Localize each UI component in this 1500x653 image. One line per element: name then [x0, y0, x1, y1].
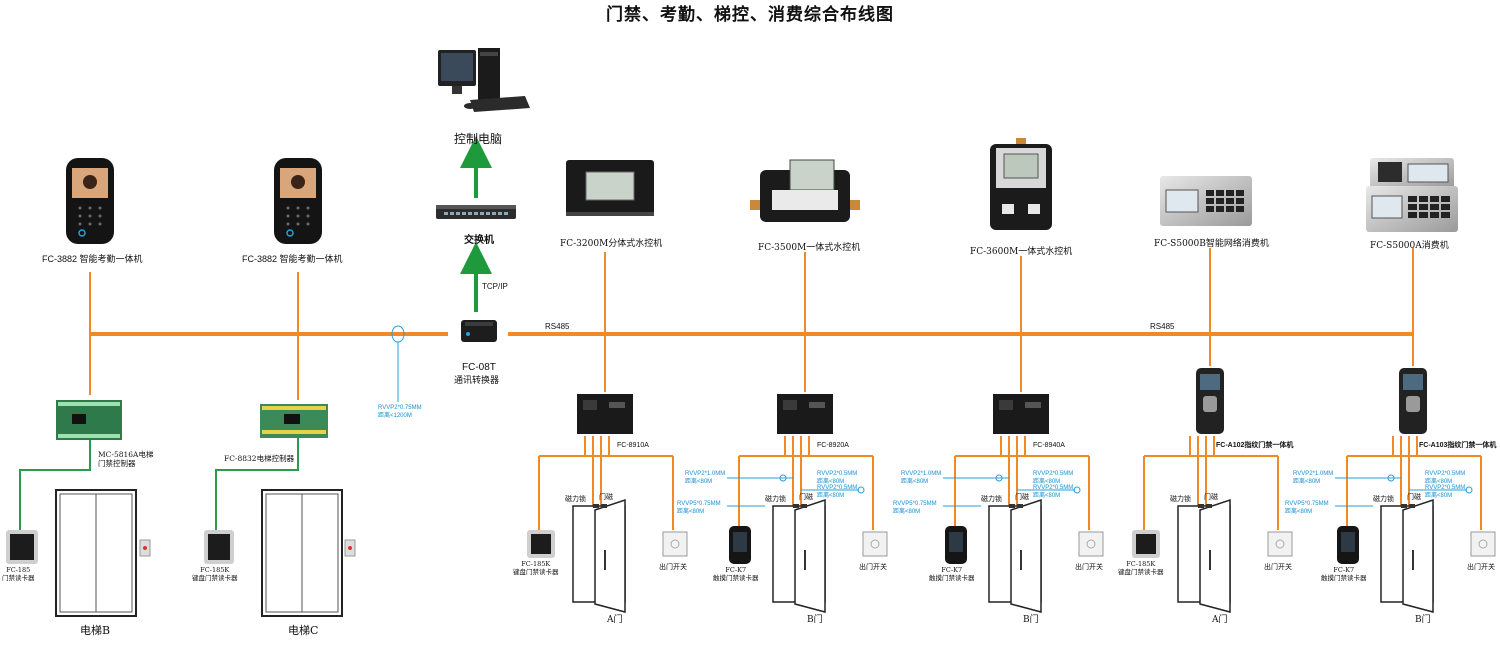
- elevator-reader-1-icon: [6, 530, 38, 564]
- exit-button-label: 出门开关: [1264, 563, 1292, 571]
- exit-button-icon: [662, 531, 688, 557]
- control-pc-icon: [438, 48, 530, 112]
- bus-label-right: RS485: [1150, 322, 1175, 331]
- lock-label: 磁力锁: [1170, 495, 1191, 503]
- elevator-controller-2-icon: [260, 404, 328, 438]
- exit-button-icon: [1078, 531, 1104, 557]
- door-controller-label: FC-8940A: [1033, 442, 1065, 449]
- water-controller-3200m-icon: [566, 160, 654, 216]
- door-group-3: [943, 394, 1104, 613]
- door-name-label: A门: [607, 615, 623, 625]
- exit-button-icon: [862, 531, 888, 557]
- elevator-controller-1-icon: [56, 400, 122, 440]
- door-controller-label: FC-A102指纹门禁一体机: [1216, 442, 1294, 449]
- elevator-car-c-label: 电梯C: [288, 624, 319, 637]
- water-controller-3500m-icon: [750, 159, 860, 222]
- converter-name: 通讯转换器: [454, 376, 500, 386]
- exit-button-label: 出门开关: [859, 563, 887, 571]
- exit-button-label: 出门开关: [1467, 563, 1495, 571]
- attendance-terminal-2-icon: [274, 158, 322, 244]
- exit-button-icon: [1267, 531, 1293, 557]
- door-sensor-label: 门磁: [1015, 493, 1029, 501]
- switch-label: 交换机: [464, 235, 494, 246]
- exit-button-label: 出门开关: [1075, 563, 1103, 571]
- pc-label: 控制电脑: [454, 132, 503, 146]
- door-sensor-label: 门磁: [1407, 493, 1421, 501]
- water-controller-3600m-icon: [990, 138, 1052, 230]
- elevator-car-b-icon: [55, 489, 151, 617]
- bus-label-left: RS485: [545, 322, 570, 331]
- terminal-7-label: FC-S5000A消费机: [1370, 241, 1449, 251]
- door-sensor-label: 门磁: [599, 493, 613, 501]
- lock-label: 磁力锁: [1373, 495, 1394, 503]
- lock-label: 磁力锁: [981, 495, 1002, 503]
- converter-model: FC-08T: [462, 362, 496, 373]
- terminal-4-label: FC-3500M一体式水控机: [758, 243, 861, 253]
- door-controller-label: FC-A103指纹门禁一体机: [1419, 442, 1497, 449]
- terminal-1-label: FC-3882 智能考勤一体机: [42, 254, 143, 264]
- switch-icon: [436, 205, 516, 219]
- elevator-controller-2-label: FC-8832电梯控制器: [224, 454, 295, 463]
- consumption-machine-s5000b-icon: [1160, 176, 1252, 226]
- diagram-title: 门禁、考勤、梯控、消费综合布线图: [606, 5, 894, 24]
- door-name-label: B门: [1415, 615, 1431, 625]
- terminal-2-label: FC-3882 智能考勤一体机: [242, 254, 343, 264]
- door-group-4: [1132, 368, 1293, 613]
- elevator-car-c-icon: [261, 489, 356, 617]
- elevator-controller-1-label: MC-5816A电梯门禁控制器: [98, 450, 154, 468]
- door-controller-label: FC-8920A: [817, 442, 849, 449]
- exit-button-icon: [1470, 531, 1496, 557]
- door-group-5: [1335, 368, 1496, 613]
- elevator-car-b-label: 电梯B: [80, 624, 111, 637]
- door-group-1: [527, 394, 688, 613]
- terminal-3-label: FC-3200M分体式水控机: [560, 239, 663, 249]
- door-group-2: [727, 394, 888, 613]
- door-sensor-label: 门磁: [1204, 493, 1218, 501]
- door-name-label: A门: [1212, 615, 1228, 625]
- elevator-reader-2-icon: [204, 530, 234, 564]
- consumption-machine-s5000a-icon: [1366, 158, 1458, 232]
- door-name-label: B门: [1023, 615, 1039, 625]
- door-sensor-label: 门磁: [799, 493, 813, 501]
- exit-button-label: 出门开关: [659, 563, 687, 571]
- terminal-6-label: FC-S5000B智能网络消费机: [1154, 239, 1269, 249]
- door-controller-label: FC-8910A: [617, 442, 649, 449]
- lock-label: 磁力锁: [565, 495, 586, 503]
- door-name-label: B门: [807, 615, 823, 625]
- attendance-terminal-1-icon: [66, 158, 114, 244]
- converter-icon: [461, 320, 497, 342]
- terminal-5-label: FC-3600M一体式水控机: [970, 247, 1073, 257]
- lock-label: 磁力锁: [765, 495, 786, 503]
- tcpip-label: TCP/IP: [482, 282, 508, 291]
